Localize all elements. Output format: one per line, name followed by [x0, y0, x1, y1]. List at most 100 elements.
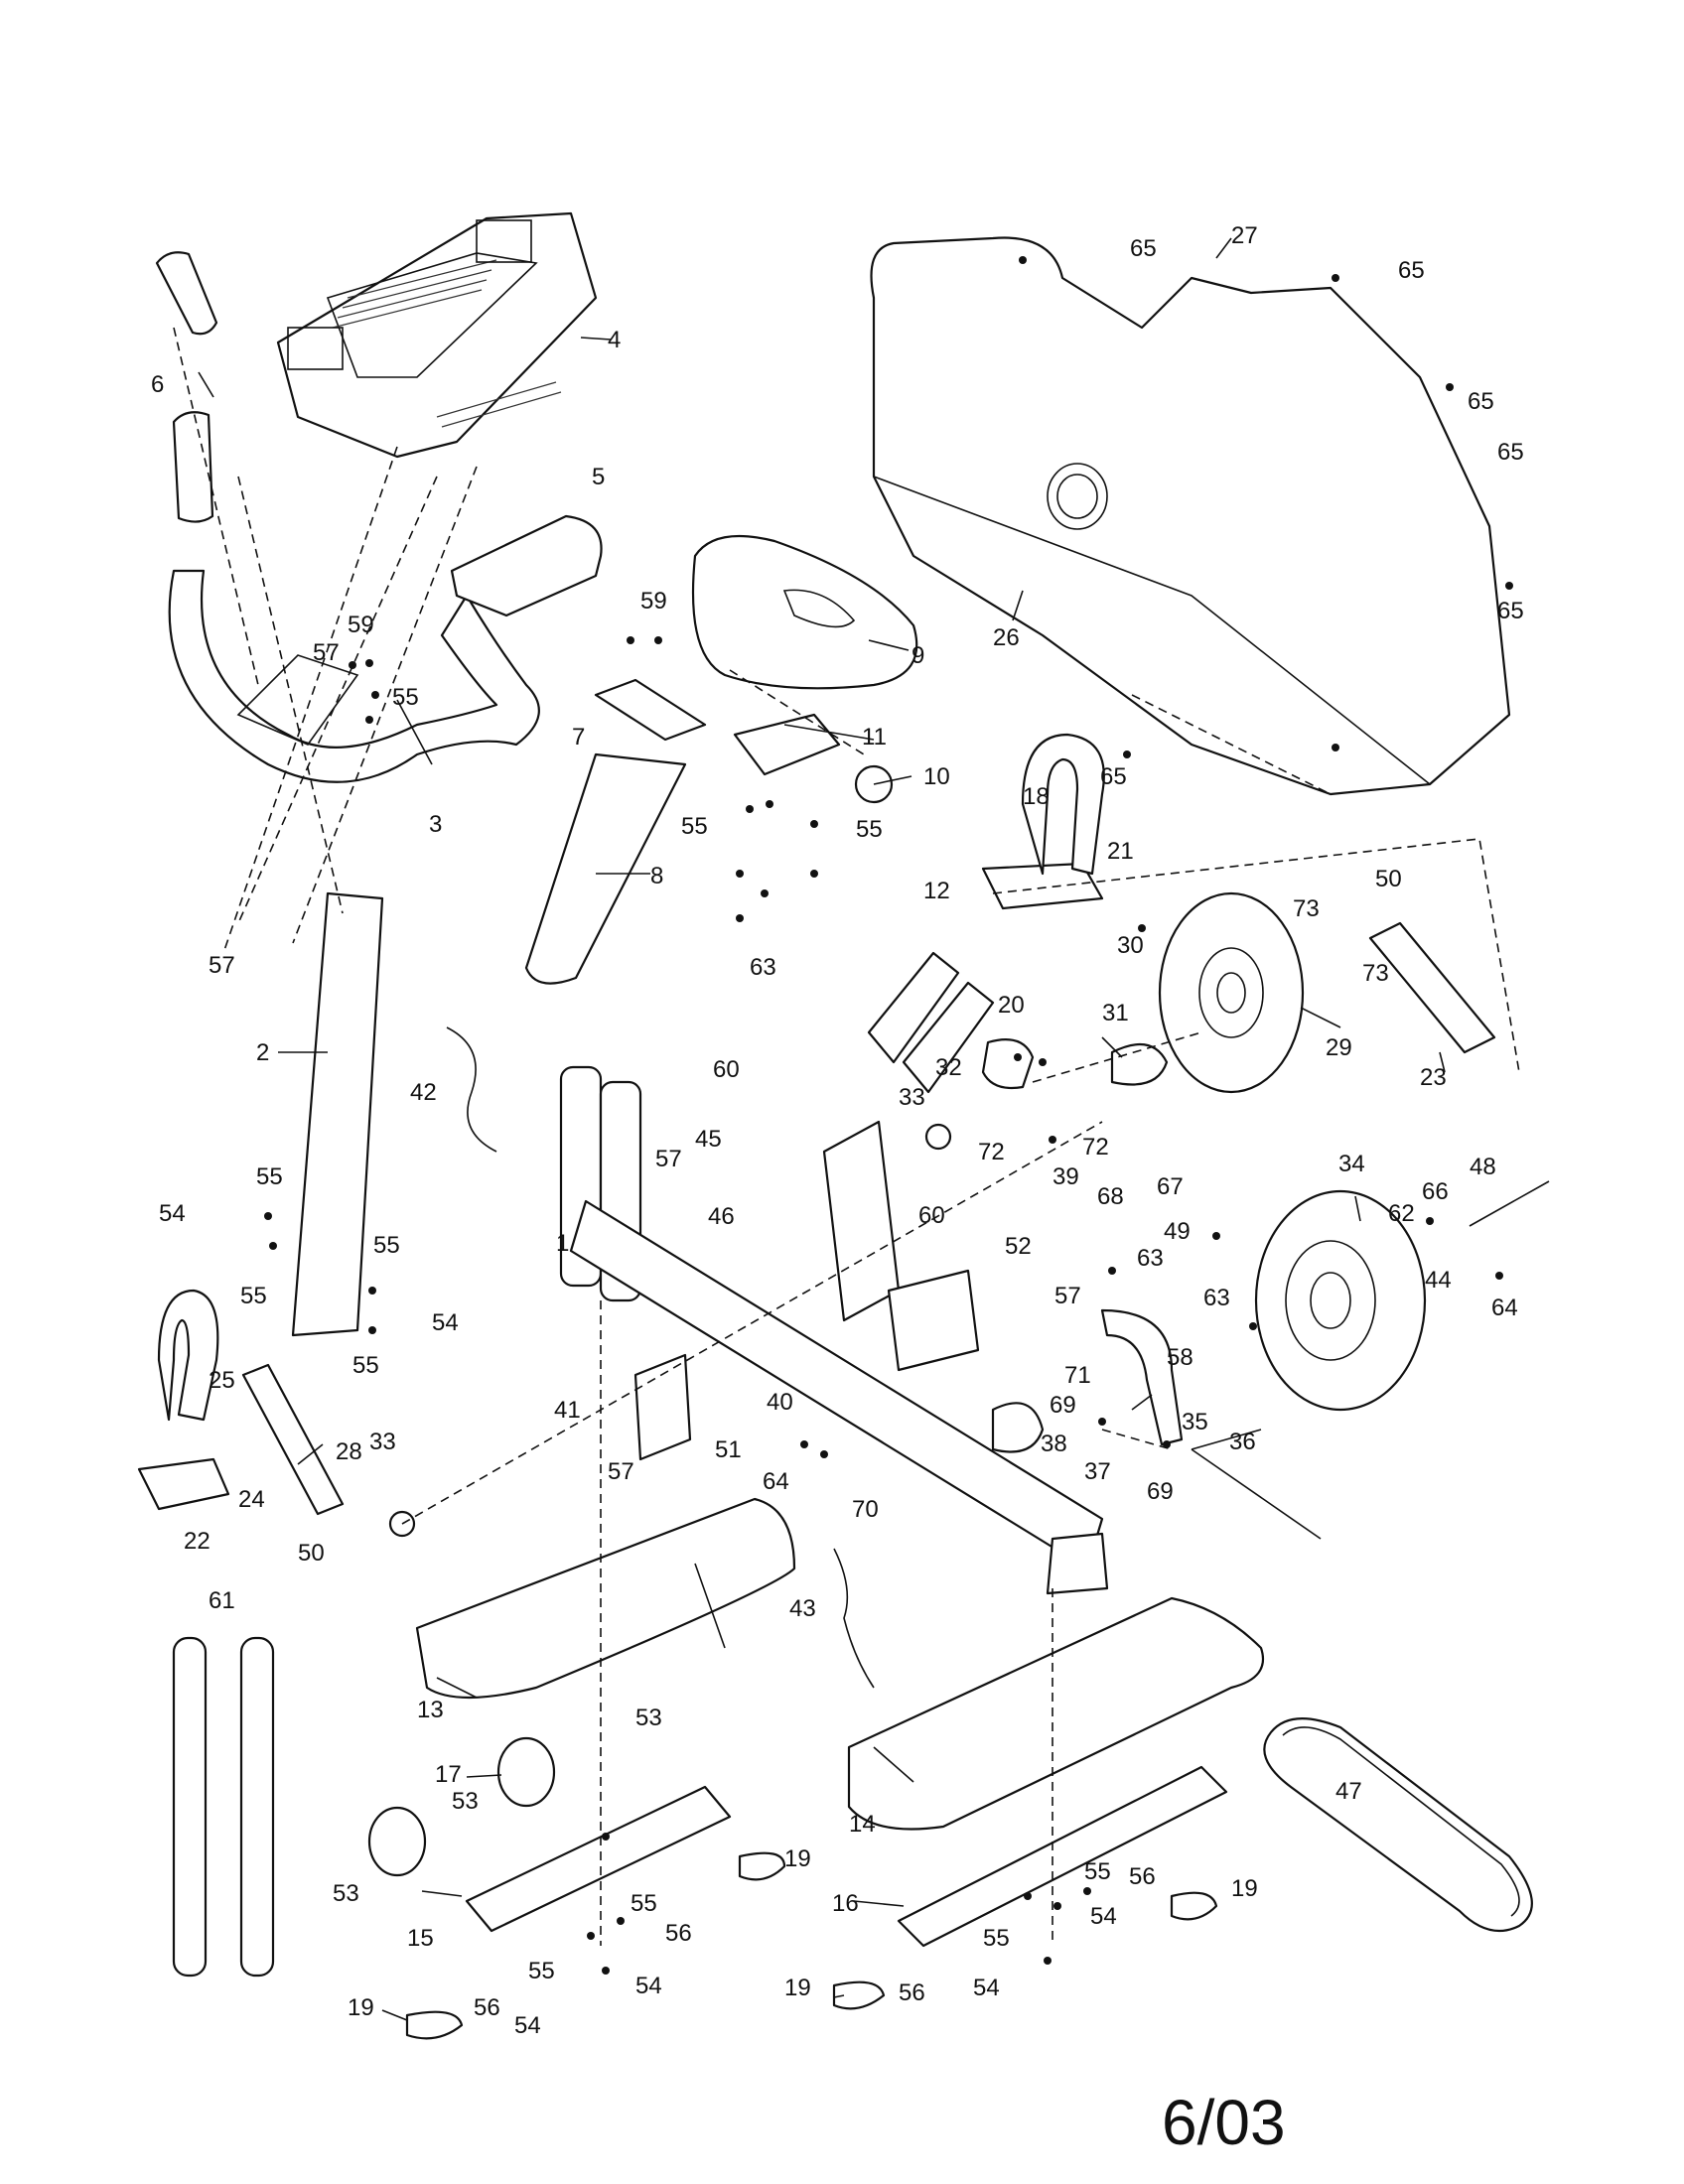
- callout-59: 59: [348, 612, 374, 638]
- seat-post-part: [524, 752, 687, 985]
- wire-harness-part: [446, 1026, 497, 1153]
- leveling-foot-part: [738, 1851, 786, 1881]
- callout-54e: 54: [1090, 1903, 1117, 1930]
- callout-55c: 55: [856, 816, 883, 843]
- callout-60: 60: [713, 1056, 740, 1083]
- callout-53c: 53: [333, 1880, 359, 1907]
- callout-50: 50: [1375, 866, 1402, 892]
- callout-56c: 56: [1129, 1863, 1156, 1890]
- callout-25: 25: [209, 1367, 235, 1394]
- callout-54: 54: [159, 1200, 186, 1227]
- callout-leaders: [198, 237, 1446, 2021]
- callout-16: 16: [832, 1890, 859, 1917]
- callout-63b: 63: [1137, 1245, 1164, 1272]
- callout-33b: 33: [369, 1429, 396, 1455]
- callout-55i: 55: [528, 1958, 555, 1984]
- wheel-lower-part: [367, 1806, 427, 1877]
- callout-57c: 57: [655, 1146, 682, 1172]
- callout-39: 39: [1052, 1163, 1079, 1190]
- callout-1: 1: [556, 1230, 569, 1257]
- rear-base-cover-part: [847, 1596, 1265, 1831]
- callout-3: 3: [429, 811, 442, 838]
- callout-46: 46: [708, 1203, 735, 1230]
- callout-11: 11: [862, 724, 887, 751]
- callout-31: 31: [1102, 1000, 1129, 1026]
- bearing-right-part: [924, 1123, 952, 1151]
- callout-23: 23: [1420, 1064, 1447, 1091]
- callout-63: 63: [750, 954, 776, 981]
- console-part: [276, 211, 598, 459]
- callout-72: 72: [978, 1139, 1005, 1165]
- callout-57: 57: [313, 639, 340, 666]
- callout-54c: 54: [635, 1973, 662, 1999]
- callout-18: 18: [1023, 783, 1050, 810]
- callout-30: 30: [1117, 932, 1144, 959]
- callout-20: 20: [998, 992, 1025, 1019]
- callout-37: 37: [1084, 1458, 1111, 1485]
- callout-71: 71: [1064, 1362, 1091, 1389]
- assembly-guide-lines: [173, 327, 1520, 1946]
- callout-64: 64: [763, 1468, 789, 1495]
- front-stabilizer-part: [465, 1785, 732, 1933]
- seat-rail-part: [594, 678, 707, 742]
- bracket-part: [633, 1353, 692, 1461]
- upright-part: [291, 891, 384, 1337]
- callout-56d: 56: [899, 1979, 925, 2006]
- callout-52: 52: [1005, 1233, 1032, 1260]
- callout-34: 34: [1338, 1151, 1365, 1177]
- brake-bracket-part: [1100, 1308, 1184, 1446]
- callout-57d: 57: [608, 1458, 634, 1485]
- callout-33: 33: [899, 1084, 925, 1111]
- callout-19c: 19: [348, 1994, 374, 2021]
- callout-27: 27: [1231, 222, 1258, 249]
- callout-65e: 65: [1497, 598, 1524, 624]
- callout-29: 29: [1326, 1034, 1352, 1061]
- crank-arm-part: [1368, 921, 1496, 1054]
- callout-19b: 19: [1231, 1875, 1258, 1902]
- callout-41: 41: [554, 1397, 581, 1424]
- handlebar-part: [168, 569, 540, 783]
- bolt-part: [1469, 1180, 1550, 1227]
- callout-58: 58: [1167, 1344, 1193, 1371]
- callout-70: 70: [852, 1496, 879, 1523]
- callout-9: 9: [912, 642, 924, 669]
- callout-56: 56: [665, 1920, 692, 1947]
- callout-28: 28: [336, 1438, 362, 1465]
- callout-54f: 54: [973, 1975, 1000, 2001]
- callout-48: 48: [1470, 1154, 1496, 1180]
- heavy-flywheel-part: [1254, 1189, 1427, 1412]
- callout-68: 68: [1097, 1183, 1124, 1210]
- callout-24: 24: [238, 1486, 265, 1513]
- callout-61: 61: [209, 1587, 235, 1614]
- callout-21: 21: [1107, 838, 1134, 865]
- callout-73: 73: [1293, 895, 1320, 922]
- callout-56b: 56: [474, 1994, 500, 2021]
- callout-69: 69: [1050, 1392, 1076, 1419]
- pulley-part: [981, 1038, 1035, 1090]
- callout-57b: 57: [209, 952, 235, 979]
- callout-55f: 55: [373, 1232, 400, 1259]
- callout-72b: 72: [1082, 1134, 1109, 1160]
- resistance-motor-part: [991, 1402, 1045, 1453]
- callout-60b: 60: [918, 1202, 945, 1229]
- drive-belt-part: [1263, 1717, 1533, 1933]
- callout-65f: 65: [1100, 763, 1127, 790]
- brake-mount-part: [887, 1269, 980, 1372]
- shroud-part: [870, 236, 1511, 796]
- rear-stabilizer-part: [897, 1765, 1228, 1948]
- callout-45: 45: [695, 1126, 722, 1153]
- callout-65: 65: [1130, 235, 1157, 262]
- callout-13: 13: [417, 1697, 444, 1723]
- lower-harness-part: [833, 1548, 875, 1689]
- callout-42: 42: [410, 1079, 437, 1106]
- callout-55d: 55: [256, 1163, 283, 1190]
- callout-19d: 19: [784, 1975, 811, 2001]
- callout-65c: 65: [1468, 388, 1494, 415]
- callout-51: 51: [715, 1436, 742, 1463]
- left-strap-part: [157, 1289, 219, 1422]
- leveling-foot-part: [405, 2010, 464, 2040]
- fastener-dots: [264, 256, 1513, 1975]
- callout-36: 36: [1229, 1429, 1256, 1455]
- left-pedal-part: [137, 1457, 230, 1511]
- callout-10: 10: [923, 763, 950, 790]
